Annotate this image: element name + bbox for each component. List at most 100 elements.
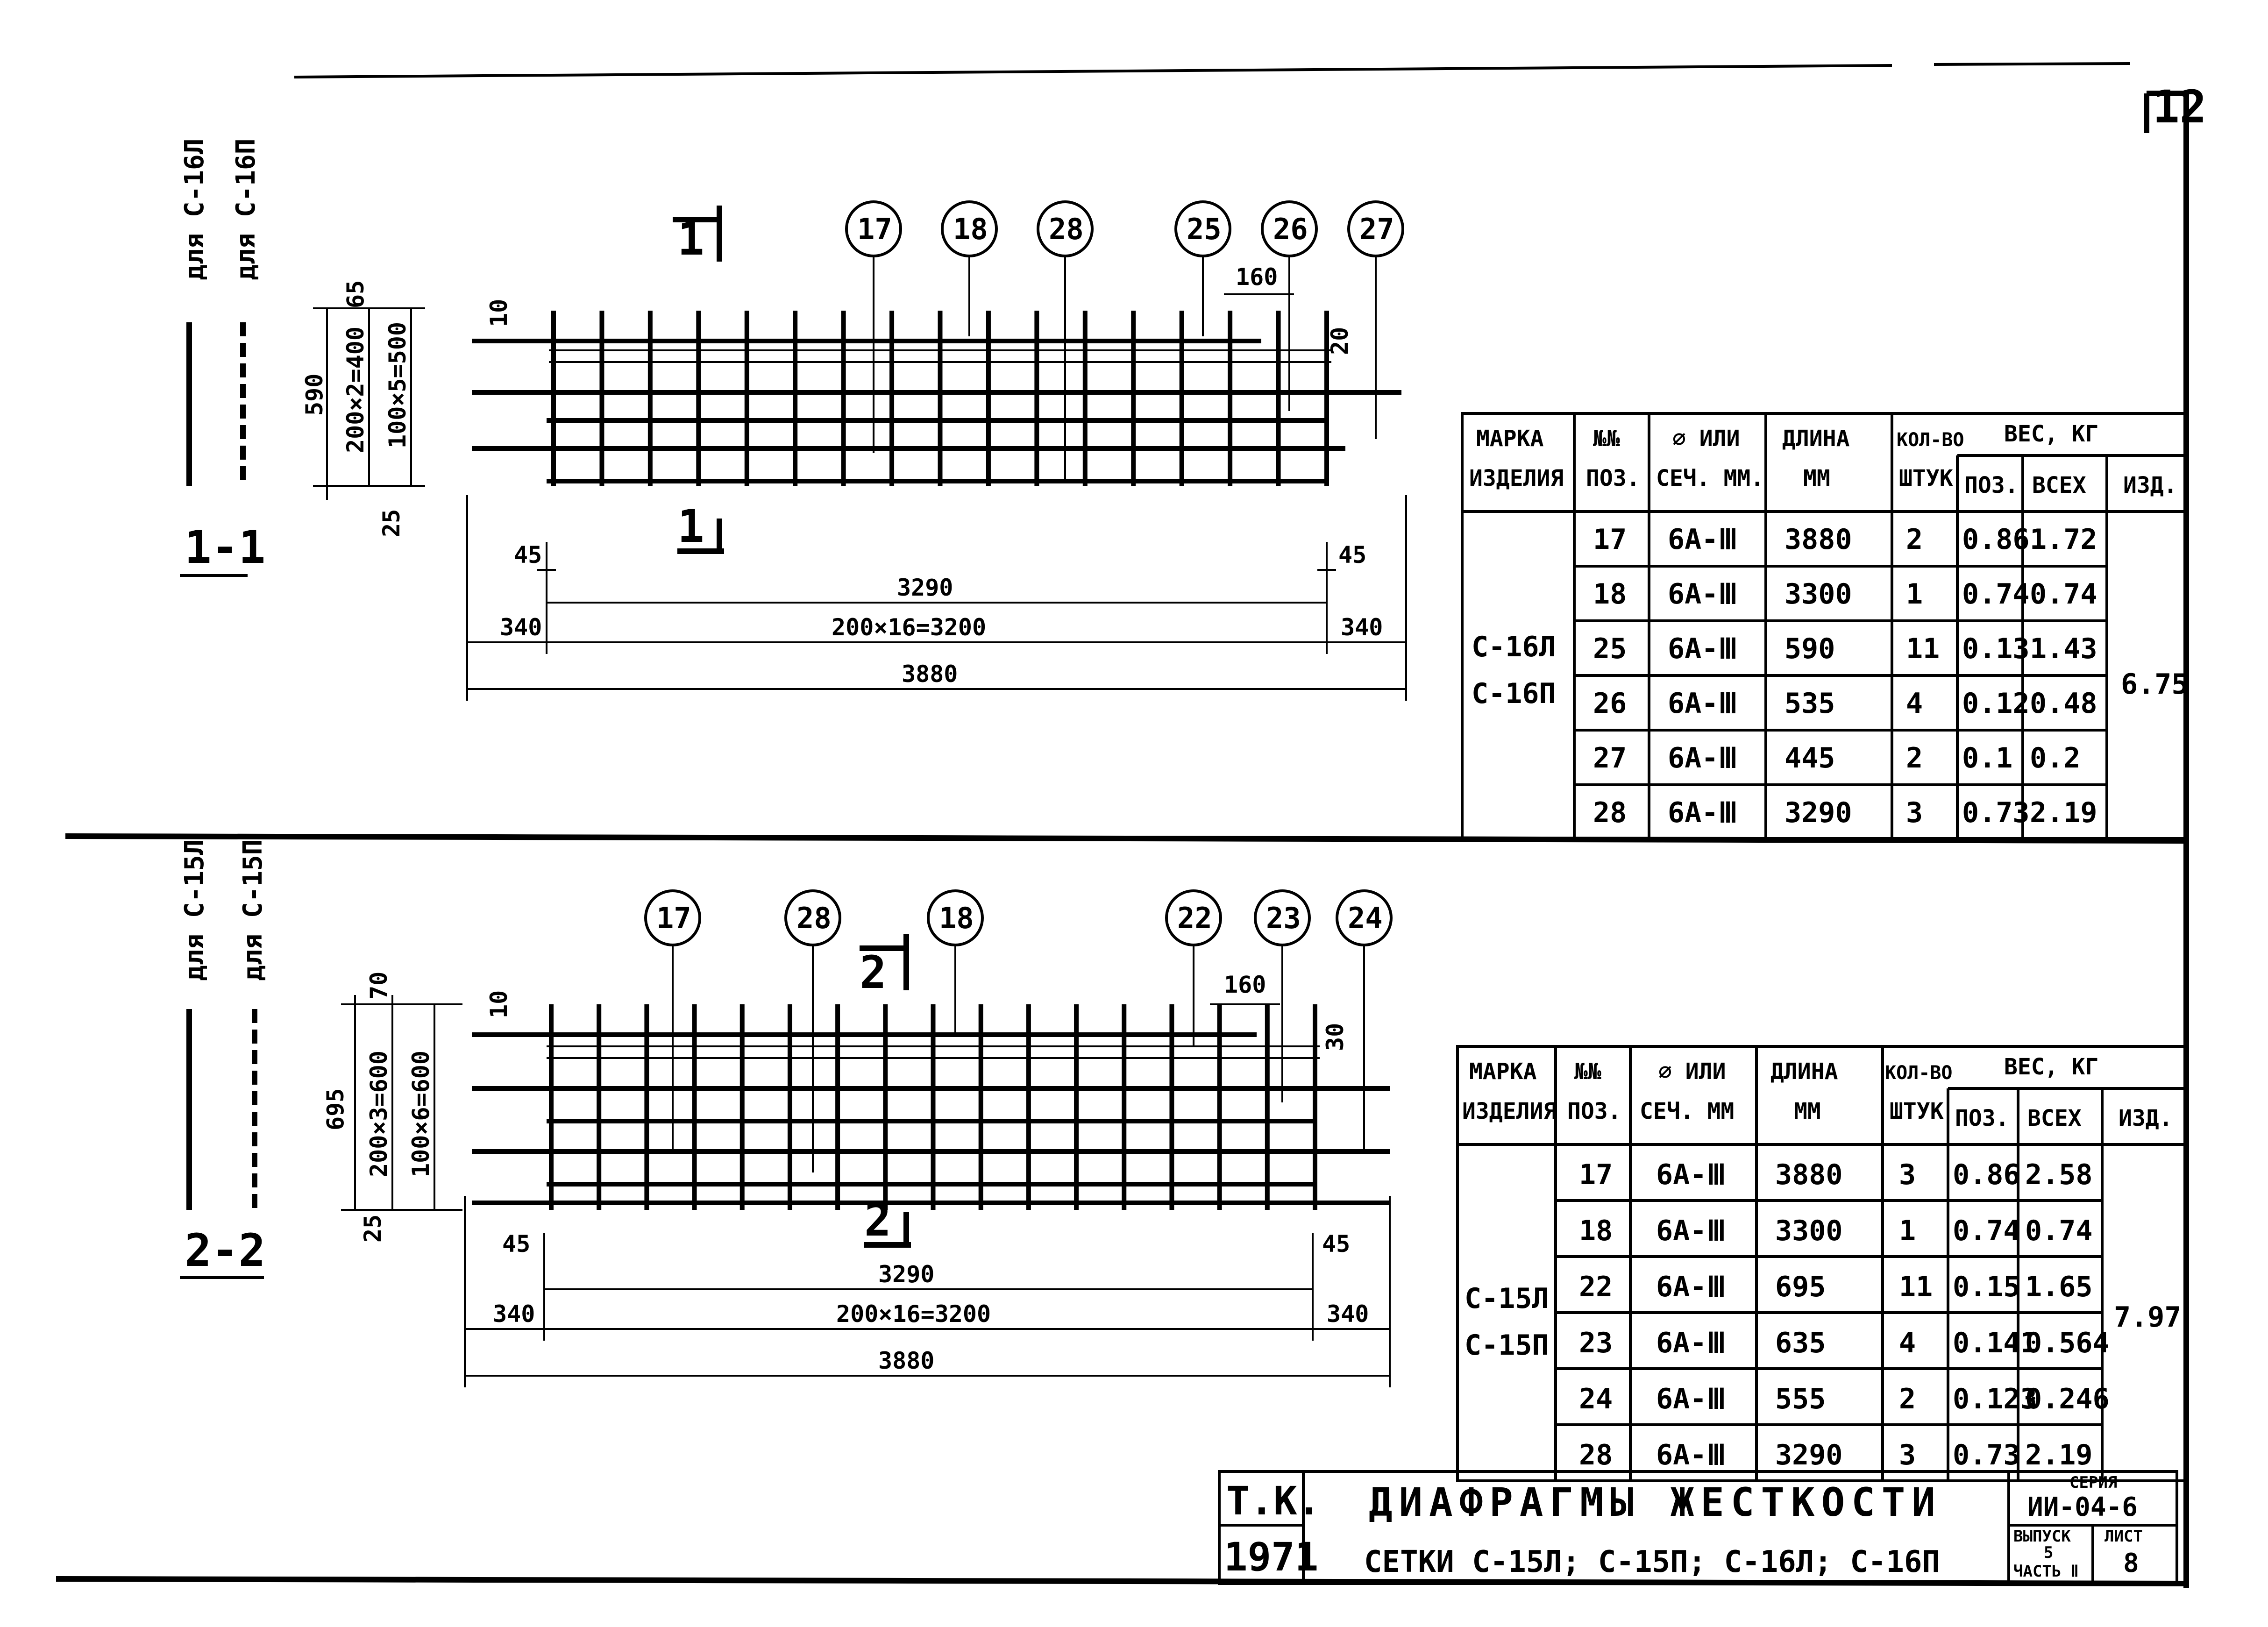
dimension-chain: 45 45 3290 200×16=3200 340 340 3880 — [464, 1196, 1391, 1387]
cell-wall: 0.48 — [2030, 687, 2097, 720]
cell-len: 555 — [1775, 1383, 1826, 1415]
th-pos2: ПОЗ. — [1586, 465, 1640, 491]
th-mark: МАРКА — [1476, 426, 1544, 452]
th-dia2: СЕЧ. ММ. — [1656, 465, 1764, 491]
cell-dia: 6А-Ⅲ — [1668, 523, 1738, 556]
cell-wpos: 0.141 — [1953, 1327, 2037, 1359]
stamp-year: 1971 — [1224, 1534, 1318, 1580]
section-mark: 1-1 — [185, 521, 265, 574]
cell-pos: 24 — [1579, 1383, 1613, 1415]
dim-overall-h: 590 — [301, 374, 328, 416]
stamp-org: Т.К. — [1226, 1478, 1321, 1524]
mark-2: С-16П — [1472, 677, 1556, 710]
stamp-issue-label: ВЫПУСК — [2013, 1527, 2071, 1546]
callouts: 17 28 18 22 23 24 — [644, 889, 1393, 1172]
th-w-all: ВСЕХ — [2032, 472, 2086, 498]
cell-wall: 0.2 — [2030, 742, 2080, 774]
cell-pos: 27 — [1593, 742, 1627, 774]
th-dia: ⌀ ИЛИ — [1672, 426, 1740, 452]
cell-pos: 17 — [1579, 1158, 1613, 1191]
callout: 24 — [1348, 901, 1383, 935]
cell-pos: 26 — [1593, 687, 1627, 720]
dim-side-left: 340 — [493, 1300, 535, 1328]
th-pos: №№ — [1593, 426, 1620, 452]
th-len: ДЛИНА — [1770, 1059, 1838, 1085]
cell-len: 3290 — [1785, 796, 1852, 829]
callout: 27 — [1359, 212, 1394, 246]
dim-side-right: 340 — [1327, 1300, 1369, 1328]
dim-right-gap: 30 — [1322, 1023, 1349, 1051]
th-w-pos: ПОЗ. — [1964, 472, 2019, 498]
cell-wpos: 0.73 — [1962, 796, 2030, 829]
stamp-issue: 5 — [2044, 1543, 2053, 1562]
cell-qty: 4 — [1906, 687, 1923, 720]
th-weight: ВЕС, КГ — [2004, 421, 2098, 447]
dim-total: 3880 — [878, 1347, 934, 1374]
th-w-item: ИЗД. — [2123, 472, 2177, 498]
mesh-bottom — [472, 1004, 1390, 1210]
dim-inner: 3290 — [878, 1261, 934, 1288]
dim-end-right: 45 — [1322, 1230, 1350, 1258]
th-pos2: ПОЗ. — [1567, 1098, 1621, 1124]
cell-qty: 2 — [1906, 523, 1923, 556]
dimension-chain: 45 45 3290 200×16=3200 340 340 3880 — [466, 495, 1407, 701]
callout: 23 — [1266, 901, 1301, 935]
cell-len: 635 — [1775, 1327, 1826, 1359]
cell-dia: 6А-Ⅲ — [1656, 1215, 1726, 1247]
cell-len: 695 — [1775, 1271, 1826, 1303]
sheet-number: 12 — [2153, 81, 2207, 133]
mark-1: С-15Л — [1465, 1282, 1549, 1315]
cell-wall: 0.564 — [2025, 1327, 2110, 1359]
stamp-sheet: 8 — [2123, 1548, 2139, 1578]
side-label-1: для С-16Л — [179, 139, 210, 280]
cell-qty: 3 — [1906, 796, 1923, 829]
callouts: 17 18 28 25 26 27 — [845, 200, 1404, 481]
cell-len: 3290 — [1775, 1439, 1843, 1471]
th-len2: ММ — [1803, 465, 1830, 491]
cell-wall: 0.74 — [2030, 578, 2097, 611]
callout: 17 — [857, 212, 892, 246]
title-block: Т.К. 1971 ДИАФРАГМЫ ЖЕСТКОСТИ СЕТКИ С-15… — [1218, 1470, 2178, 1585]
stamp-part: ЧАСТЬ Ⅱ — [2013, 1562, 2079, 1581]
cell-pos: 23 — [1579, 1327, 1613, 1359]
th-w-item: ИЗД. — [2119, 1105, 2173, 1131]
cell-dia: 6А-Ⅲ — [1656, 1439, 1726, 1471]
dim-top-off: 65 — [342, 280, 369, 308]
mark-1: С-16Л — [1472, 631, 1556, 663]
cell-wpos: 0.86 — [1953, 1158, 2020, 1191]
dim-total: 3880 — [902, 661, 958, 688]
section-mark: 2-2 — [185, 1224, 265, 1277]
dim-top-off: 70 — [365, 972, 392, 1000]
th-mark: МАРКА — [1469, 1059, 1537, 1085]
th-qty2: ШТУК — [1890, 1098, 1944, 1124]
item-weight: 6.75 — [2121, 668, 2189, 701]
stamp-sheet-label: ЛИСТ — [2104, 1527, 2143, 1546]
cell-qty: 4 — [1899, 1327, 1916, 1359]
stamp-title: ДИАФРАГМЫ ЖЕСТКОСТИ — [1369, 1479, 1942, 1525]
cell-len: 590 — [1785, 632, 1835, 665]
cell-len: 3880 — [1775, 1158, 1843, 1191]
dim-end-right: 45 — [1338, 541, 1366, 568]
th-len: ДЛИНА — [1782, 426, 1850, 452]
th-w-all: ВСЕХ — [2027, 1105, 2082, 1131]
cell-qty: 2 — [1906, 742, 1923, 774]
th-dia: ⌀ ИЛИ — [1658, 1059, 1726, 1085]
cell-qty: 3 — [1899, 1439, 1916, 1471]
cell-qty: 11 — [1906, 632, 1940, 665]
dim-top-gap: 10 — [485, 990, 512, 1018]
cell-pos: 18 — [1579, 1215, 1613, 1247]
callout: 26 — [1273, 212, 1308, 246]
side-label-2: для С-15П — [238, 839, 268, 981]
cell-len: 3300 — [1775, 1215, 1843, 1247]
dim-side-right: 340 — [1341, 614, 1383, 641]
cell-dia: 6А-Ⅲ — [1656, 1271, 1726, 1303]
cell-qty: 11 — [1899, 1271, 1933, 1303]
th-qty: КОЛ-ВО — [1897, 429, 1964, 451]
